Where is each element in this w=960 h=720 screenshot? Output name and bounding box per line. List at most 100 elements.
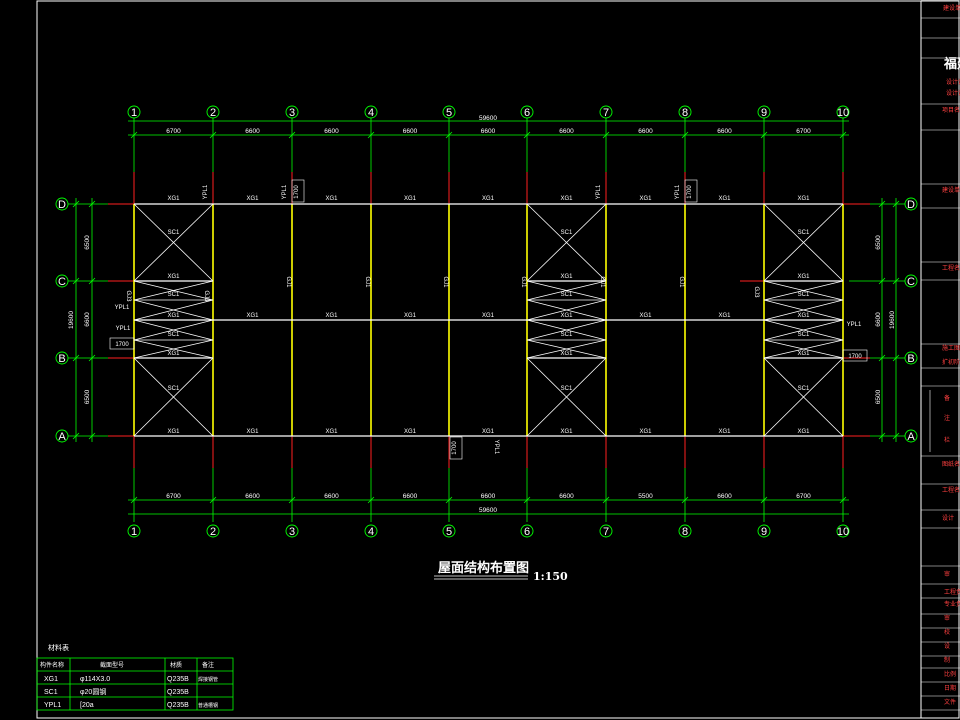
row-bubble-right: [904, 351, 918, 365]
axis-label-bottom: 2: [210, 526, 216, 538]
member-label-xg: XG1: [246, 196, 259, 202]
axis-label-bottom: 4: [368, 526, 374, 538]
member-label-ypl: YPL1: [675, 184, 681, 199]
table-row-name: YPL1: [44, 702, 61, 709]
row-label-right: C: [907, 276, 915, 288]
member-label-ypl: YPL1: [115, 305, 130, 311]
dim-span-bottom: 6600: [481, 493, 496, 500]
title-block-field: 制: [944, 656, 950, 664]
member-label-gj: GJ1: [520, 276, 526, 288]
member-label-xg: XG1: [639, 313, 652, 319]
axis-bubble-bottom: [836, 524, 850, 538]
dim-span-bottom: 6600: [717, 493, 732, 500]
axis-label-bottom: 1: [131, 526, 137, 538]
member-label-xg: XG1: [639, 429, 652, 435]
brace-line: [526, 339, 607, 359]
dim-span-bottom: 5500: [638, 493, 653, 500]
dim-span-top: 6600: [717, 128, 732, 135]
member-label-sc: SC1: [168, 230, 180, 236]
title-block-field: 文件: [944, 698, 956, 706]
title-block-field: 设: [944, 642, 950, 650]
axis-label-top: 10: [837, 107, 849, 119]
row-bubble-right: [904, 197, 918, 211]
title-block-field: 工程负: [944, 588, 960, 596]
member-label-xg: XG1: [560, 313, 573, 319]
brace-line: [526, 357, 607, 437]
title-block: 福建建设单位设计证设计证项目名称建设单位工程名称施工图扩初阶段备注栏图纸名称工程…: [921, 0, 960, 711]
brace-line: [133, 357, 214, 437]
member-label-xg: XG1: [167, 429, 180, 435]
table-row-section: φ20圆钢: [80, 687, 106, 696]
title-block-field: 栏: [944, 436, 950, 444]
dim-left: 6500: [84, 235, 91, 250]
axis-bubble-bottom: [442, 524, 456, 538]
dim-span-top: 6700: [166, 128, 181, 135]
brace-line: [763, 299, 844, 321]
dim-span-top: 6600: [481, 128, 496, 135]
table-row-section: φ114X3.0: [80, 676, 110, 683]
member-label-xg: XG1: [482, 196, 495, 202]
title-block-field: 审: [944, 570, 950, 578]
axis-label-top: 1: [131, 107, 137, 119]
title-block-field: 工程名称: [942, 486, 960, 494]
axis-label-top: 3: [289, 107, 295, 119]
dim-span-bottom: 6700: [796, 493, 811, 500]
member-label-sc: SC1: [798, 332, 810, 338]
member-label-xg: XG1: [404, 196, 417, 202]
member-label-xg: XG1: [639, 196, 652, 202]
axis-bubble-bottom: [206, 524, 220, 538]
member-label-xg: XG1: [718, 313, 731, 319]
axis-bubble-top: [757, 105, 771, 119]
brace-line: [763, 339, 844, 359]
materials-table-caption: 材料表: [48, 643, 69, 652]
dim-span-top: 6700: [796, 128, 811, 135]
table-row-note: 普通槽钢: [198, 702, 218, 709]
axis-label-top: 7: [603, 107, 609, 119]
row-label-left: C: [58, 276, 66, 288]
dim-span-top: 6600: [559, 128, 574, 135]
row-label-left: A: [58, 431, 66, 443]
member-label-gj: GJ1: [678, 276, 684, 288]
table-header-section: 截面型号: [100, 661, 124, 669]
row-bubble-right: [904, 274, 918, 288]
member-label-xg: XG1: [167, 313, 180, 319]
dim-span-bottom: 6600: [324, 493, 339, 500]
axis-label-bottom: 6: [524, 526, 530, 538]
member-label-gj: GJ1: [364, 276, 370, 288]
member-label-ypl: YPL1: [596, 184, 602, 199]
dim-1700: 1700: [687, 185, 693, 199]
title-block-field: 工程名称: [942, 264, 960, 272]
member-label-sc: SC1: [798, 230, 810, 236]
axis-label-top: 9: [761, 107, 767, 119]
member-label-xg: XG1: [404, 313, 417, 319]
axis-bubble-bottom: [364, 524, 378, 538]
axis-label-bottom: 7: [603, 526, 609, 538]
axis-label-bottom: 5: [446, 526, 452, 538]
brace-line: [133, 299, 214, 321]
axis-label-bottom: 10: [837, 526, 849, 538]
axis-label-bottom: 9: [761, 526, 767, 538]
member-label-gj: GJ1: [285, 276, 291, 288]
dim-span-bottom: 6700: [166, 493, 181, 500]
member-label-ypl: YPL1: [203, 184, 209, 199]
row-label-right: D: [907, 199, 915, 211]
member-label-xg: XG1: [482, 429, 495, 435]
title-block-field: 校: [944, 628, 950, 636]
member-label-xg: XG1: [325, 429, 338, 435]
dim-1700-box: [449, 436, 463, 460]
dim-total-top: 59600: [479, 115, 497, 122]
table-header-material: 材质: [170, 661, 182, 669]
row-bubble-left: [55, 429, 69, 443]
member-label-ypl: YPL1: [282, 184, 288, 199]
title-block-field: 注: [944, 414, 950, 422]
title-block-field: 图纸名称: [942, 460, 960, 468]
title-block-field: 项目名称: [942, 106, 960, 114]
axis-label-bottom: 3: [289, 526, 295, 538]
brace-line: [526, 319, 607, 341]
member-label-xg: XG1: [560, 351, 573, 357]
member-label-xg: XG1: [797, 351, 810, 357]
member-label-xg: XG1: [482, 313, 495, 319]
brace-line: [133, 339, 214, 359]
member-label-xg: XG1: [167, 351, 180, 357]
